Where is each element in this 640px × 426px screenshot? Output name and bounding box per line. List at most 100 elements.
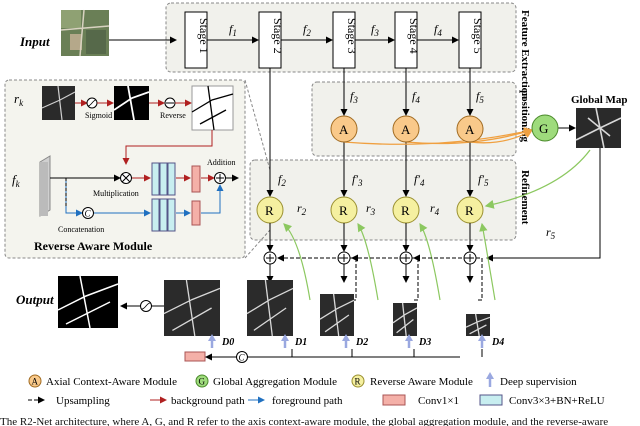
refine-f5-label: f′5 xyxy=(478,172,489,188)
axial-node-4 xyxy=(392,115,420,143)
r4-label: r4 xyxy=(430,201,440,217)
rk-map xyxy=(41,85,76,121)
refine-f4-label: f′4 xyxy=(414,172,425,188)
r5-label: r5 xyxy=(546,225,556,241)
legend-reverse-icon xyxy=(351,374,365,388)
legend-conv1-icon xyxy=(382,394,406,406)
positioning-f3-label: f3 xyxy=(350,89,358,105)
output-map-D1 xyxy=(246,279,294,337)
svg-text:R: R xyxy=(355,377,361,387)
global-map-image xyxy=(575,107,622,149)
conv3-stack-top xyxy=(151,162,176,196)
conv1-top xyxy=(191,165,201,193)
conv1-bottom xyxy=(191,200,201,226)
concat-op: C xyxy=(82,207,94,219)
axial-node-5 xyxy=(456,115,484,143)
stage-3-label: Stage 3 xyxy=(345,18,359,54)
input-image xyxy=(60,9,110,57)
fk-feature xyxy=(39,155,51,217)
legend-upsampling: Upsampling xyxy=(56,395,110,407)
svg-text:C: C xyxy=(85,209,92,219)
positioning-f5-label: f5 xyxy=(476,89,484,105)
axial-node-3-letter: A xyxy=(339,122,349,137)
feature-f3-label: f3 xyxy=(371,22,379,38)
svg-text:C: C xyxy=(239,353,246,363)
axial-node-5-letter: A xyxy=(465,122,475,137)
output-label-D0: D0 xyxy=(221,337,234,348)
legend-reverse: Reverse Aware Module xyxy=(370,376,473,388)
module-zoom-line-bottom xyxy=(244,229,271,259)
stage-4-label: Stage 4 xyxy=(407,18,421,54)
output-map-D3 xyxy=(392,302,418,337)
upsample-link-1 xyxy=(413,254,483,301)
reverse-node-2-letter: R xyxy=(265,203,274,218)
feature-f2-label: f2 xyxy=(303,22,311,38)
output-sigmoid-op xyxy=(140,300,152,312)
stage-1-label: Stage 1 xyxy=(197,18,211,54)
legend-foreground-path: foreground path xyxy=(272,395,343,407)
reverse-node-5-letter: R xyxy=(465,203,474,218)
input-label: Input xyxy=(19,34,50,49)
legend-conv3: Conv3×3+BN+ReLU xyxy=(509,395,605,407)
sigmoid-map xyxy=(113,85,150,121)
stage-2-label: Stage 2 xyxy=(271,18,285,54)
refinement-panel xyxy=(249,159,517,241)
reverse-aware-module-title: Reverse Aware Module xyxy=(34,239,153,253)
output-label-D3: D3 xyxy=(418,337,431,348)
multiplication-label: Multiplication xyxy=(93,189,139,198)
output-label-D4: D4 xyxy=(491,337,504,348)
positioning-f4-label: f4 xyxy=(412,89,420,105)
svg-text:A: A xyxy=(32,377,39,387)
legend-global: Global Aggregation Module xyxy=(213,376,337,388)
feature-f1-label: f1 xyxy=(229,22,237,38)
legend-conv1: Conv1×1 xyxy=(418,395,459,407)
output-map-D0 xyxy=(163,279,221,337)
output-conv1 xyxy=(184,351,206,362)
legend-conv3-icon xyxy=(479,394,503,406)
legend-axial: Axial Context-Aware Module xyxy=(46,376,177,388)
rk-label: rk xyxy=(14,91,24,108)
output-label-D2: D2 xyxy=(355,337,368,348)
output-map-D2 xyxy=(319,293,355,337)
reverse-op xyxy=(164,97,176,109)
reverse-map xyxy=(191,85,234,131)
output-label-D1: D1 xyxy=(294,337,307,348)
addition-label: Addition xyxy=(207,158,235,167)
reverse-node-3-letter: R xyxy=(339,203,348,218)
feature-f4-label: f4 xyxy=(434,22,442,38)
conv3-stack-bottom xyxy=(151,198,176,232)
axial-node-3 xyxy=(330,115,358,143)
module-zoom-line-top xyxy=(244,79,271,171)
refinement-label: Refinement xyxy=(519,170,531,225)
refine-f2-label: f2 xyxy=(278,172,286,188)
global-map-label: Global Map xyxy=(571,94,628,106)
svg-text:G: G xyxy=(199,377,206,387)
fk-label: fk xyxy=(12,172,21,189)
axial-node-4-letter: A xyxy=(401,122,411,137)
addition-op xyxy=(214,172,226,184)
upsample-link-2 xyxy=(351,254,419,301)
global-node xyxy=(531,114,559,142)
reverse-label: Reverse xyxy=(160,111,186,120)
legend-deep-supervision: Deep supervision xyxy=(500,376,577,388)
r3-label: r3 xyxy=(366,201,376,217)
global-node-letter: G xyxy=(539,121,548,136)
stage-5-label: Stage 5 xyxy=(471,18,485,54)
positioning-label: positioning xyxy=(519,90,531,142)
concatenation-label: Concatenation xyxy=(58,225,104,234)
multiplication-op xyxy=(120,172,132,184)
sigmoid-label: Sigmoid xyxy=(85,111,112,120)
refine-f3-label: f′3 xyxy=(352,172,363,188)
output-map-D4 xyxy=(465,313,491,337)
reverse-node-4-letter: R xyxy=(401,203,410,218)
sigmoid-op xyxy=(86,97,98,109)
r2-label: r2 xyxy=(297,201,307,217)
legend-global-icon xyxy=(195,374,209,388)
legend-axial-icon xyxy=(28,374,42,388)
figure-caption: The R2-Net architecture, where A, G, and… xyxy=(0,416,609,426)
final-output-image xyxy=(57,275,119,329)
output-label: Output xyxy=(16,292,54,307)
feature-extraction-label: Feature Extraction xyxy=(519,10,531,99)
legend-background-path: background path xyxy=(171,395,245,407)
